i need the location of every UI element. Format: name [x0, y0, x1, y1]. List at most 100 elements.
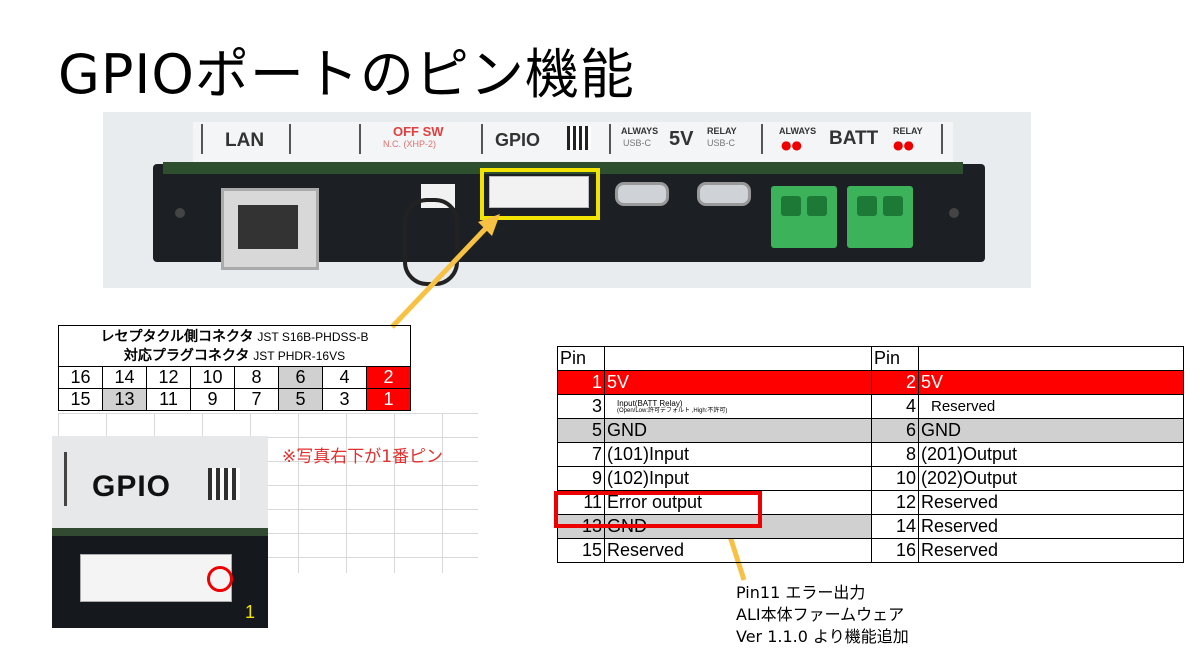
pin-cell: 9 — [190, 388, 235, 411]
pin-function: 5V — [918, 370, 1184, 395]
pin-cell-gnd: 6 — [278, 366, 323, 389]
pin-number: 16 — [871, 538, 919, 563]
pin-cell-5v: 1 — [366, 388, 411, 411]
callout-line: ALI本体ファームウェア — [736, 605, 905, 624]
plug-label: 対応プラグコネクタ — [123, 347, 250, 363]
relay-usb-label: RELAY — [707, 126, 737, 136]
pin-cell: 8 — [234, 366, 279, 389]
table-row: 7 (101)Input 8 (201)Output — [557, 442, 1184, 467]
divider — [201, 124, 203, 154]
pin-function: Input(BATT Relay) (Open/Low:許可デフォルト ,Hig… — [604, 394, 872, 419]
pin-number: 5 — [557, 418, 605, 443]
batt-label: BATT — [829, 128, 879, 149]
pin-function: Reserved — [918, 490, 1184, 515]
batt-terminal-relay — [847, 186, 913, 248]
pin-number: 10 — [871, 466, 919, 491]
pin-function: (101)Input — [604, 442, 872, 467]
pin-number: 14 — [871, 514, 919, 539]
gpio-connector — [489, 176, 589, 208]
always-usb-label: ALWAYS — [621, 126, 659, 136]
device-photo: LAN OFF SW N.C. (XHP-2) GPIO ALWAYS USB-… — [103, 112, 1031, 288]
five-v-label: 5V — [669, 128, 694, 150]
pin-number: 2 — [871, 370, 919, 395]
pin-function: (102)Input — [604, 466, 872, 491]
pin-function-table: Pin Pin 1 5V 2 5V 3 Input(BATT Relay) (O… — [557, 346, 1184, 563]
relay-batt-label: RELAY — [893, 126, 923, 136]
table-row: 13 GND 14 Reserved — [557, 514, 1184, 539]
callout-line: Ver 1.1.0 より機能追加 — [736, 627, 909, 646]
pin-cell: 10 — [190, 366, 235, 389]
pin1-circle-marker — [207, 566, 233, 592]
screw-icon — [175, 208, 185, 218]
plug-part: JST PHDR-16VS — [253, 349, 346, 363]
gpio-connector — [80, 554, 232, 602]
pin-cell: 16 — [58, 366, 103, 389]
pin-number: 4 — [871, 394, 919, 419]
pin-function: Reserved — [918, 394, 1184, 419]
input-batt-relay-sub: (Open/Low:許可デフォルト ,High:不許可) — [617, 407, 728, 414]
minus-plus-icon: ●● — [893, 138, 914, 152]
lan-label: LAN — [225, 130, 265, 151]
pin-function: Reserved — [604, 538, 872, 563]
relay-usb-sublabel: USB-C — [707, 138, 736, 148]
divider — [941, 124, 943, 154]
receptacle-label: レセプタクル側コネクタ — [100, 328, 254, 344]
pin-function: 5V — [604, 370, 872, 395]
off-sw-label: OFF SW — [393, 124, 444, 139]
screw-icon — [949, 208, 959, 218]
gpio-label: GPIO — [495, 130, 541, 150]
pin-number: 12 — [871, 490, 919, 515]
pin-function: (201)Output — [918, 442, 1184, 467]
pin-number: 15 — [557, 538, 605, 563]
header-blank — [918, 346, 1184, 371]
pin11-callout: Pin11 エラー出力 ALI本体ファームウェア Ver 1.1.0 より機能追… — [736, 582, 909, 648]
pin-header-left: Pin — [557, 346, 605, 371]
pin-number: 9 — [557, 466, 605, 491]
pin1-note: ※写真右下が1番ピン — [282, 447, 444, 467]
table-row: 3 Input(BATT Relay) (Open/Low:許可デフォルト ,H… — [557, 394, 1184, 419]
table-row: 15 Reserved 16 Reserved — [557, 538, 1184, 563]
divider — [609, 124, 611, 154]
pin-cell: 15 — [58, 388, 103, 411]
pin-header-right: Pin — [871, 346, 919, 371]
divider — [64, 452, 67, 506]
error-output-highlight — [554, 491, 762, 528]
qr-code-icon — [567, 126, 591, 150]
lan-port — [221, 188, 319, 270]
pin-number: 8 — [871, 442, 919, 467]
connector-pin-map: レセプタクル側コネクタ JST S16B-PHDSS-B 対応プラグコネクタ J… — [58, 325, 411, 411]
pin-cell: 12 — [146, 366, 191, 389]
callout-line: Pin11 エラー出力 — [736, 583, 866, 602]
pin-cell: 11 — [146, 388, 191, 411]
pin-function: GND — [918, 418, 1184, 443]
table-row: 9 (102)Input 10 (202)Output — [557, 466, 1184, 491]
connector-header: レセプタクル側コネクタ JST S16B-PHDSS-B 対応プラグコネクタ J… — [58, 325, 411, 367]
usb-c-port-relay — [697, 182, 751, 206]
pin1-label: 1 — [245, 602, 256, 622]
table-row: 1 5V 2 5V — [557, 370, 1184, 395]
pin-number: 7 — [557, 442, 605, 467]
minus-plus-icon: ●● — [781, 138, 802, 152]
always-batt-label: ALWAYS — [779, 126, 817, 136]
receptacle-part: JST S16B-PHDSS-B — [257, 330, 369, 344]
gpio-highlight-frame — [480, 168, 600, 220]
divider — [481, 124, 483, 154]
pin-cell: 4 — [322, 366, 367, 389]
batt-terminal-always — [771, 186, 837, 248]
pin-cell-5v: 2 — [366, 366, 411, 389]
divider — [761, 124, 763, 154]
pin-function: Reserved — [918, 538, 1184, 563]
qr-code-icon — [208, 468, 240, 500]
input-batt-relay-label: Input(BATT Relay) — [617, 398, 683, 408]
jumper-wire — [403, 198, 459, 286]
pin-number: 6 — [871, 418, 919, 443]
always-usb-sublabel: USB-C — [623, 138, 652, 148]
divider — [359, 124, 361, 154]
pin-function: GND — [604, 418, 872, 443]
pin-cell-gnd: 5 — [278, 388, 323, 411]
pin-number: 1 — [557, 370, 605, 395]
usb-c-port-always — [615, 182, 669, 206]
off-sw-sublabel: N.C. (XHP-2) — [383, 139, 437, 149]
pin-cell: 3 — [322, 388, 367, 411]
pin-cell-gnd: 13 — [102, 388, 147, 411]
